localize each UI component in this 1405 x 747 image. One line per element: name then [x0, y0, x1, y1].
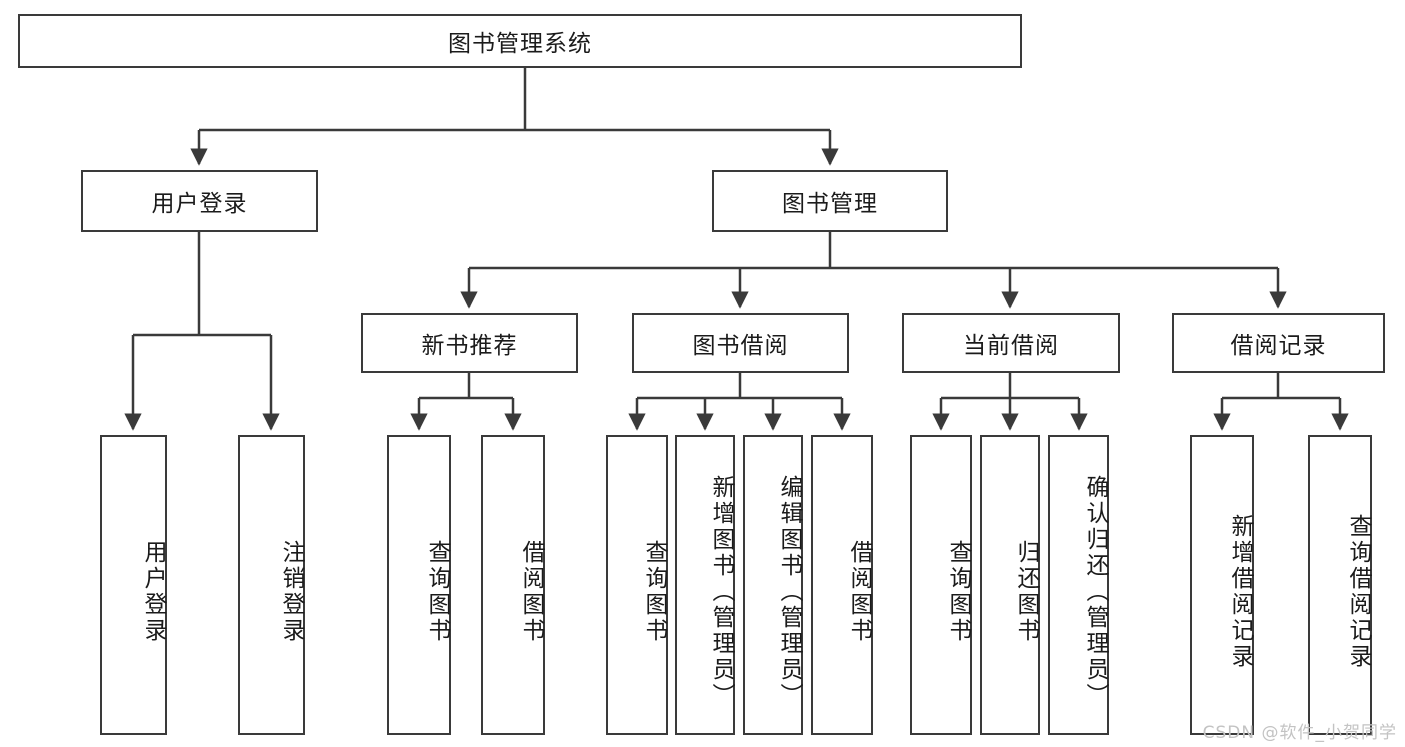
node-user-login[interactable]: 用户登录 [81, 170, 318, 232]
node-leaf-add-book[interactable]: 新增图书（管理员） [675, 435, 735, 735]
node-leaf-confirm-return[interactable]: 确认归还（管理员） [1048, 435, 1109, 735]
node-leaf-add-record[interactable]: 新增借阅记录 [1190, 435, 1254, 735]
node-leaf-query-book-3[interactable]: 查询图书 [910, 435, 972, 735]
node-leaf-edit-book-label: 编辑图书（管理员） [776, 475, 802, 709]
node-leaf-user-login[interactable]: 用户登录 [100, 435, 167, 735]
node-leaf-add-record-label: 新增借阅记录 [1227, 514, 1253, 670]
node-leaf-borrow-book-2[interactable]: 借阅图书 [811, 435, 873, 735]
node-book-manage[interactable]: 图书管理 [712, 170, 948, 232]
node-leaf-user-logout-label: 注销登录 [278, 540, 304, 644]
node-leaf-confirm-return-label: 确认归还（管理员） [1082, 475, 1108, 709]
node-root-label: 图书管理系统 [448, 31, 592, 57]
node-new-book-rec-label: 新书推荐 [421, 333, 518, 359]
node-new-book-rec[interactable]: 新书推荐 [361, 313, 578, 373]
node-book-borrow-label: 图书借阅 [692, 333, 789, 359]
node-leaf-borrow-book-1[interactable]: 借阅图书 [481, 435, 545, 735]
node-root[interactable]: 图书管理系统 [18, 14, 1022, 68]
node-leaf-return-book[interactable]: 归还图书 [980, 435, 1040, 735]
node-borrow-record[interactable]: 借阅记录 [1172, 313, 1385, 373]
node-leaf-edit-book[interactable]: 编辑图书（管理员） [743, 435, 803, 735]
node-leaf-query-book-1[interactable]: 查询图书 [387, 435, 451, 735]
node-leaf-borrow-book-1-label: 借阅图书 [518, 540, 544, 644]
node-leaf-borrow-book-2-label: 借阅图书 [846, 540, 872, 644]
node-leaf-add-book-label: 新增图书（管理员） [708, 475, 734, 709]
node-leaf-query-book-3-label: 查询图书 [945, 540, 971, 644]
node-leaf-query-book-1-label: 查询图书 [424, 540, 450, 644]
node-borrow-record-label: 借阅记录 [1230, 333, 1327, 359]
node-current-borrow[interactable]: 当前借阅 [902, 313, 1120, 373]
node-leaf-user-login-label: 用户登录 [140, 540, 166, 644]
node-leaf-return-book-label: 归还图书 [1013, 540, 1039, 644]
node-leaf-user-logout[interactable]: 注销登录 [238, 435, 305, 735]
node-leaf-query-book-2-label: 查询图书 [641, 540, 667, 644]
node-user-login-label: 用户登录 [151, 191, 248, 217]
node-leaf-query-record-label: 查询借阅记录 [1345, 514, 1371, 670]
node-book-manage-label: 图书管理 [782, 191, 878, 217]
node-current-borrow-label: 当前借阅 [963, 333, 1059, 359]
node-leaf-query-record[interactable]: 查询借阅记录 [1308, 435, 1372, 735]
node-book-borrow[interactable]: 图书借阅 [632, 313, 849, 373]
node-leaf-query-book-2[interactable]: 查询图书 [606, 435, 668, 735]
